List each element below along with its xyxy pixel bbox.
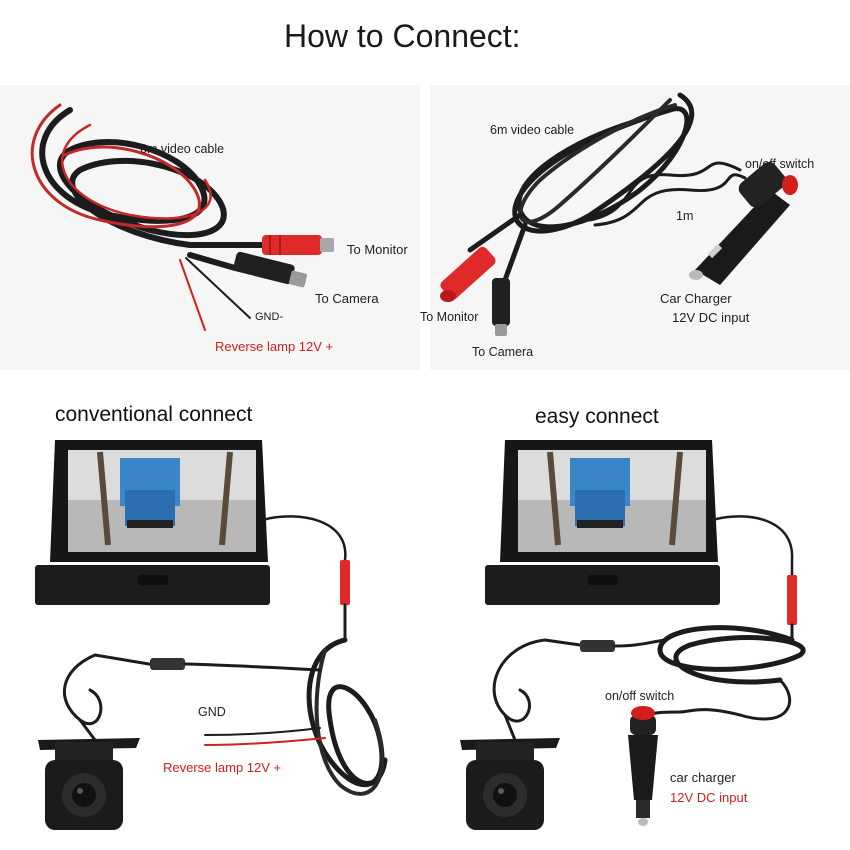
car-charger-icon	[628, 706, 658, 826]
switch-label: on/off switch	[745, 157, 815, 171]
camera-icon	[460, 738, 560, 830]
page-title: How to Connect:	[284, 18, 521, 54]
conventional-connect-heading: conventional connect	[55, 403, 253, 426]
cable-icon	[30, 103, 268, 331]
gnd-label: GND-	[255, 311, 284, 323]
switch-label: on/off switch	[605, 689, 675, 703]
top-left-panel	[0, 85, 420, 370]
reverse-lamp-label: Reverse lamp 12V +	[215, 339, 334, 354]
camera-connector-icon	[233, 251, 308, 288]
camera-connector-icon	[492, 278, 510, 336]
monitor-icon	[485, 440, 720, 605]
to-monitor-label: To Monitor	[420, 310, 479, 324]
to-monitor-label: To Monitor	[347, 242, 408, 257]
dc-input-label: 12V DC input	[672, 310, 750, 325]
charger-label: car charger	[670, 770, 736, 785]
monitor-connector-icon	[262, 235, 334, 255]
monitor-connector-icon	[440, 246, 496, 302]
camera-icon	[38, 738, 140, 830]
charger-label: Car Charger	[660, 291, 732, 306]
easy-connect-heading: easy connect	[535, 405, 659, 428]
to-camera-label: To Camera	[472, 345, 534, 359]
gnd-label: GND	[198, 705, 226, 719]
lead-length-label: 1m	[676, 209, 694, 223]
cable-icon	[467, 92, 747, 283]
monitor-icon	[35, 440, 270, 605]
dc-input-label: 12V DC input	[670, 790, 748, 805]
cable-icon	[492, 515, 806, 742]
cable-length-label: 6m video cable	[140, 142, 225, 156]
reverse-lamp-label: Reverse lamp 12V +	[163, 760, 282, 775]
cable-length-label: 6m video cable	[490, 123, 575, 137]
to-camera-label: To Camera	[315, 291, 379, 306]
cable-icon	[63, 515, 388, 796]
car-charger-icon	[689, 161, 798, 285]
